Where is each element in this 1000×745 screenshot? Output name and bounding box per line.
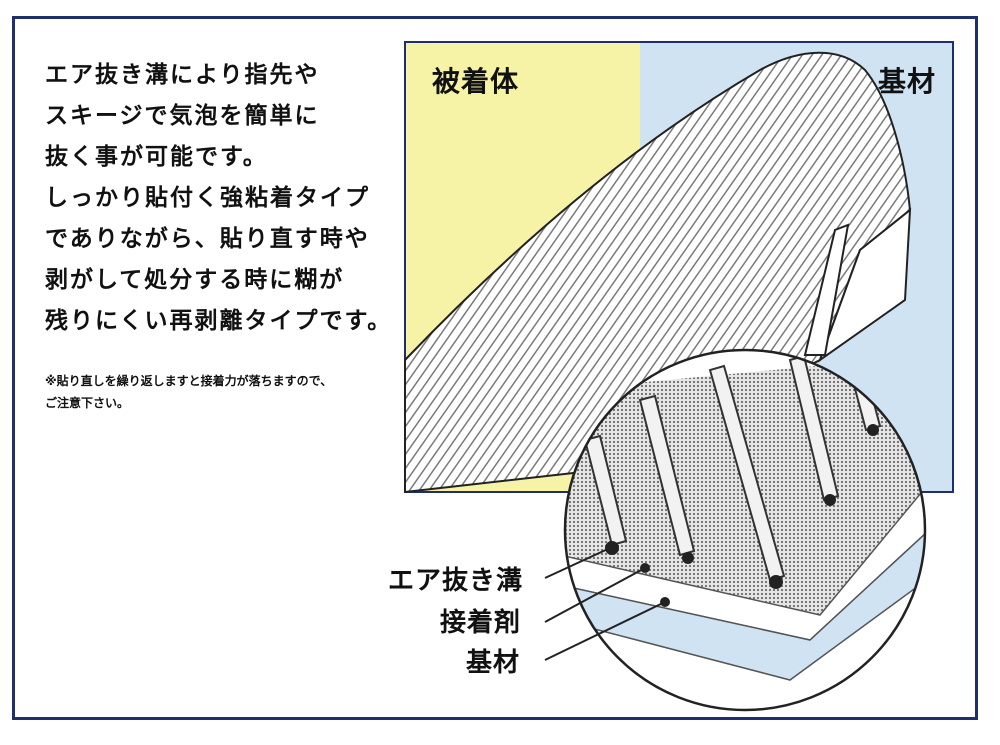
description-text: エア抜き溝により指先や スキージで気泡を簡単に 抜く事が可能です。 しっかり貼付… [45,55,395,342]
callout-lines [544,547,666,661]
description-line: スキージで気泡を簡単に [45,103,320,129]
description-line: エア抜き溝により指先や [45,62,320,88]
caution-note: ※貼り直しを繰り返しますと接着力が落ちますので、 ご注意下さい。 [45,370,395,414]
label-substrate-top: 基材 [878,65,937,98]
description-line: しっかり貼付く強粘着タイプ [45,185,370,211]
note-line: ※貼り直しを繰り返しますと接着力が落ちますので、 [45,374,333,388]
description-line: 残りにくい再剥離タイプです。 [45,308,393,334]
description-line: 剥がして処分する時に糊が [45,267,345,293]
callout-substrate: 基材 [466,648,521,678]
magnifier-pointer [803,223,850,356]
label-adherend: 被着体 [432,65,520,98]
note-line: ご注意下さい。 [45,396,130,410]
description-line: 抜く事が可能です。 [45,144,268,170]
lens-outline [563,348,927,712]
description-line: でありながら、貼り直す時や [45,226,370,252]
magnified-lens [565,350,925,710]
callout-air-groove: エア抜き溝 [388,566,524,596]
callout-adhesive: 接着剤 [440,608,522,638]
sheet-edge [817,207,912,363]
peeled-sheet [404,51,912,494]
